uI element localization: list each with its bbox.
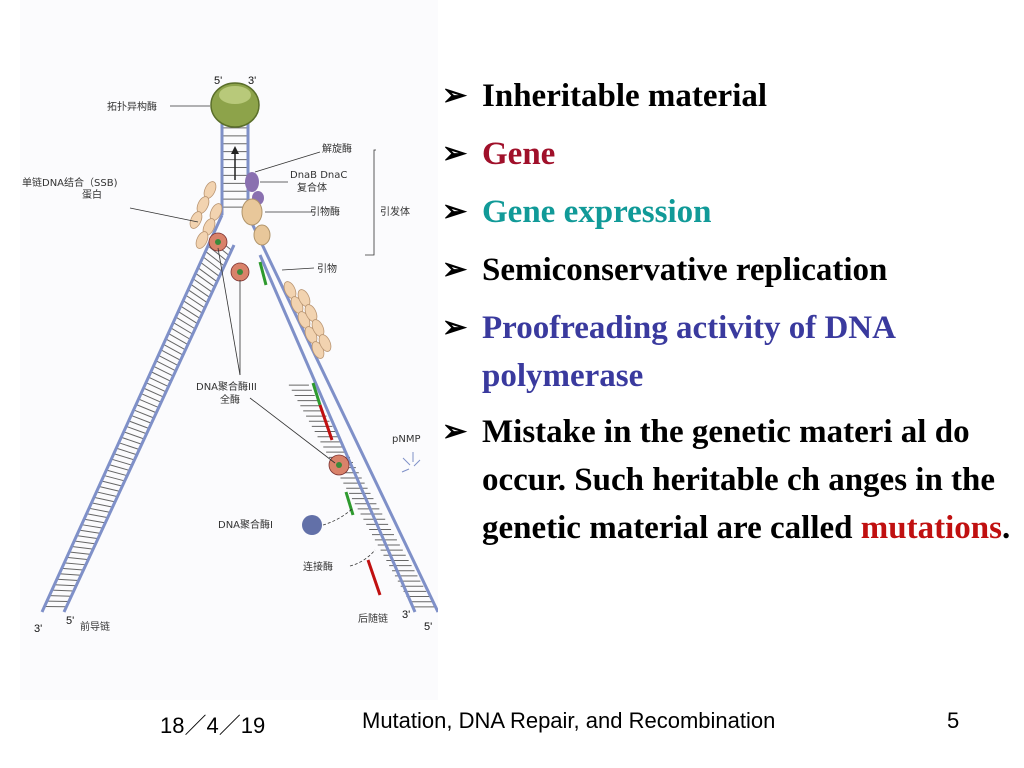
bullet-inheritable-material: ➢ Inheritable material: [440, 72, 1015, 120]
label-leading-strand: 前导链: [80, 620, 110, 633]
label-primase: 引物酶: [310, 205, 340, 218]
highlight-mutations: mutations: [861, 510, 1002, 546]
label-pnmp: pNMP: [392, 434, 421, 445]
label-ssb: 单链DNA结合（SSB): [22, 176, 118, 189]
footer-date: 18／4／19: [160, 708, 265, 740]
bullet-arrow-icon: ➢: [442, 72, 467, 120]
dna-replication-fork-diagram: 拓扑异构酶 解旋酶 单链DNA结合（SSB) 蛋白 DnaB DnaC 复合体 …: [20, 0, 438, 700]
label-primer: 引物: [317, 262, 337, 275]
label-pol3-line2: 全酶: [220, 393, 240, 406]
bullet-text: Gene expression: [482, 194, 711, 230]
label-lagging-strand: 后随链: [358, 612, 388, 625]
label-primosome: 引发体: [380, 205, 410, 218]
bullet-list: ➢ Inheritable material ➢ Gene ➢ Gene exp…: [440, 72, 1015, 562]
label-pol1: DNA聚合酶I: [218, 518, 273, 531]
end-bottom-right-5: 5': [424, 621, 432, 633]
bullet-mutations: ➢ Mistake in the genetic materi al do oc…: [440, 408, 1015, 552]
label-complex: 复合体: [297, 181, 327, 194]
end-bottom-left-5: 5': [66, 615, 74, 627]
base-pair-rung: [49, 596, 71, 597]
bullet-arrow-icon: ➢: [442, 246, 467, 294]
end-top-5: 5': [214, 75, 222, 87]
label-ssb-line2: 蛋白: [82, 188, 102, 201]
bullet-arrow-icon: ➢: [442, 304, 467, 352]
footer-title: Mutation, DNA Repair, and Recombination: [362, 708, 775, 734]
bullet-text: Proofreading activity of DNA polymerase: [482, 310, 894, 394]
bullet-arrow-icon: ➢: [442, 130, 467, 178]
bullet-text: Inheritable material: [482, 78, 767, 114]
bullet-period: .: [1002, 510, 1010, 546]
bullet-proofreading: ➢ Proofreading activity of DNA polymeras…: [440, 304, 1015, 400]
end-bottom-left-3: 3': [34, 623, 42, 635]
end-top-3: 3': [248, 75, 256, 87]
bullet-gene-expression: ➢ Gene expression: [440, 188, 1015, 236]
bullet-arrow-icon: ➢: [442, 408, 467, 456]
bullet-text: Semiconservative replication: [482, 252, 887, 288]
bullet-arrow-icon: ➢: [442, 188, 467, 236]
label-helicase: 解旋酶: [322, 142, 352, 155]
label-ligase: 连接酶: [303, 560, 333, 573]
end-bottom-right-3: 3': [402, 609, 410, 621]
bullet-gene: ➢ Gene: [440, 130, 1015, 178]
bullet-text: Gene: [482, 136, 555, 172]
label-dnab-dnac: DnaB DnaC: [290, 170, 347, 181]
label-pol3: DNA聚合酶III: [196, 380, 257, 393]
bullet-semiconservative-replication: ➢ Semiconservative replication: [440, 246, 1015, 294]
label-topoisomerase: 拓扑异构酶: [107, 100, 157, 113]
page-number: 5: [947, 708, 959, 734]
